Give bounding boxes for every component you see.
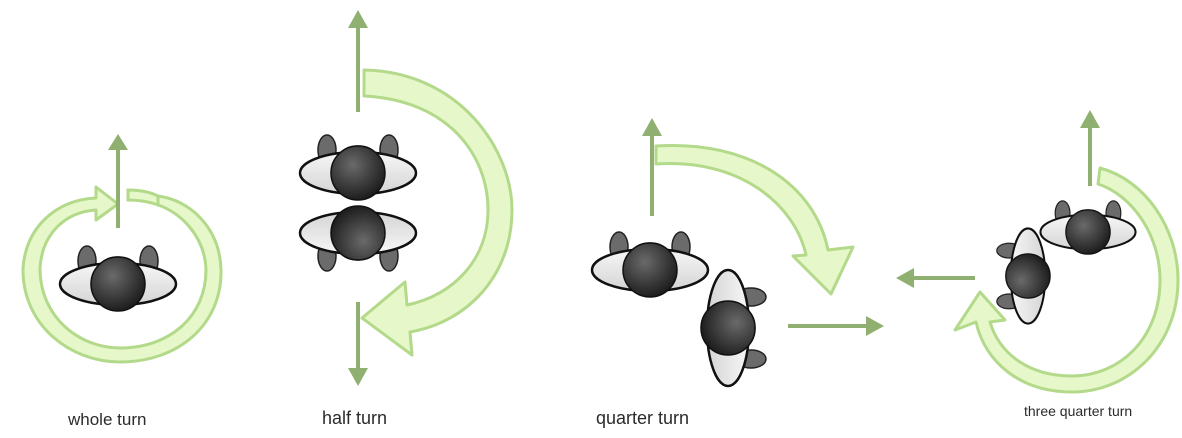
three-quarter-turn-facing-arrow-up — [1080, 110, 1100, 186]
quarter-turn-person-start — [590, 230, 710, 299]
three-quarter-turn-person-end — [995, 227, 1052, 325]
half-turn-person-front — [298, 133, 418, 202]
quarter-turn-group — [590, 118, 884, 388]
three-quarter-turn-person-start — [1039, 199, 1137, 256]
whole-turn-facing-arrow — [108, 134, 128, 228]
half-turn-facing-arrow-down — [348, 302, 368, 386]
three-quarter-turn-rotation-arrow — [953, 166, 1180, 394]
half-turn-person-back — [298, 204, 418, 273]
whole-turn-label: whole turn — [68, 410, 147, 429]
whole-turn-person — [58, 244, 178, 313]
three-quarter-turn-label: three quarter turn — [1024, 403, 1133, 419]
three-quarter-turn-facing-arrow-left — [896, 268, 975, 288]
half-turn-group — [298, 10, 514, 386]
three-quarter-turn-group — [896, 110, 1180, 394]
quarter-turn-person-end — [699, 268, 768, 388]
half-turn-label: half turn — [322, 408, 388, 428]
half-turn-rotation-arrow — [360, 68, 514, 357]
quarter-turn-facing-arrow-up — [642, 118, 662, 216]
half-turn-facing-arrow-up — [348, 10, 368, 112]
quarter-turn-rotation-arrow — [654, 143, 855, 296]
whole-turn-arrow-tail — [126, 188, 160, 208]
whole-turn-group — [21, 134, 223, 364]
quarter-turn-facing-arrow-right — [788, 316, 884, 336]
quarter-turn-label: quarter turn — [596, 408, 690, 428]
